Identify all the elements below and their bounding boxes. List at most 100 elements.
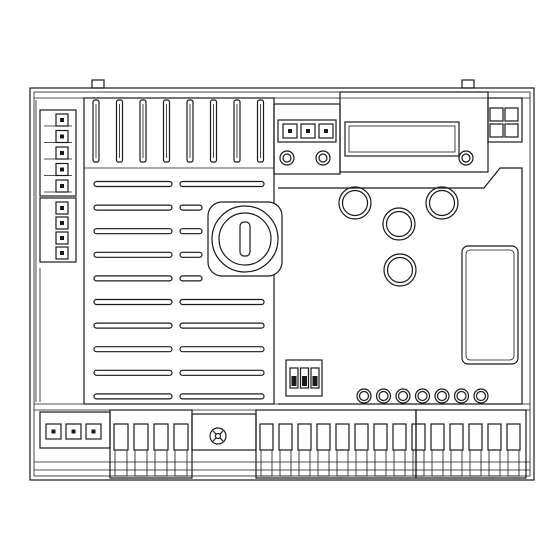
potentiometer bbox=[384, 254, 416, 286]
display-frame bbox=[340, 92, 488, 172]
leds bbox=[357, 389, 488, 403]
left-connector-mid-pins bbox=[56, 202, 68, 259]
top-tab-left bbox=[92, 80, 104, 88]
terminal-slot bbox=[469, 424, 482, 450]
terminal-clamp bbox=[375, 450, 386, 476]
mount-hole-mid bbox=[316, 151, 330, 165]
heatsink-slot-right bbox=[180, 323, 264, 328]
led-lens bbox=[477, 392, 486, 401]
terminal-clamp bbox=[508, 450, 519, 476]
top-tab-right bbox=[462, 80, 474, 88]
terminal-slot bbox=[260, 424, 273, 450]
terminal-clamp bbox=[413, 450, 424, 476]
heatsink-slot-right bbox=[180, 347, 264, 352]
heatsink-slot-right bbox=[180, 252, 202, 257]
square-pin-icon-dot bbox=[60, 251, 64, 255]
heatsink-slot-left bbox=[94, 182, 172, 187]
square-pin-icon-dot bbox=[52, 430, 56, 434]
square-pin-icon-dot bbox=[60, 221, 64, 225]
top-right-slot-1 bbox=[490, 108, 503, 121]
top-right-slot-2 bbox=[505, 108, 518, 121]
terminal-clamp bbox=[115, 450, 127, 476]
bottom-terminals bbox=[40, 410, 526, 478]
heatsink-slot-left bbox=[94, 323, 172, 328]
terminal-slot bbox=[507, 424, 520, 450]
left-connector-top-body bbox=[40, 110, 76, 196]
terminal-slot bbox=[114, 424, 128, 450]
heatsink-slot-left bbox=[94, 252, 172, 257]
terminal-clamp bbox=[135, 450, 147, 476]
display-module bbox=[340, 92, 488, 172]
top-center-connector-base bbox=[274, 104, 340, 174]
terminal-slot bbox=[279, 424, 292, 450]
heatsink-slot-right bbox=[180, 182, 264, 187]
fuse-holder bbox=[208, 202, 282, 276]
top-center-connector-pins bbox=[283, 124, 333, 138]
terminal-clamp bbox=[489, 450, 500, 476]
terminal-block-a-slots bbox=[114, 424, 188, 476]
left-connector-mid bbox=[40, 198, 76, 262]
terminal-clamp bbox=[356, 450, 367, 476]
left-connector-top-pins bbox=[44, 114, 72, 192]
screw-icon bbox=[210, 428, 226, 444]
terminal-slot bbox=[336, 424, 349, 450]
mount-hole-left bbox=[280, 151, 294, 165]
led-lens bbox=[438, 392, 447, 401]
square-pin-icon-dot bbox=[60, 206, 64, 210]
heatsink-slot-left bbox=[94, 276, 172, 281]
terminal-slot bbox=[317, 424, 330, 450]
heatsink-slot-right bbox=[180, 394, 264, 399]
dip-switches bbox=[290, 368, 319, 388]
terminal-slot bbox=[154, 424, 168, 450]
top-right-connector bbox=[488, 98, 522, 142]
terminal-clamp bbox=[432, 450, 443, 476]
pcb-area bbox=[278, 168, 522, 404]
terminal-clamp bbox=[155, 450, 167, 476]
led-lens bbox=[379, 392, 388, 401]
housing bbox=[30, 80, 534, 480]
square-pin-icon-dot bbox=[60, 151, 64, 155]
terminal-slot bbox=[134, 424, 148, 450]
square-pin-icon-dot bbox=[60, 118, 64, 122]
top-right-slot-3 bbox=[490, 124, 503, 137]
display-glass bbox=[349, 126, 455, 152]
heatsink-slot-left bbox=[94, 347, 172, 352]
terminal-slot bbox=[393, 424, 406, 450]
terminal-clamp bbox=[299, 450, 310, 476]
terminal-slot bbox=[412, 424, 425, 450]
led-lens bbox=[399, 392, 408, 401]
dip-switch-lever bbox=[302, 376, 307, 386]
terminal-clamp bbox=[175, 450, 187, 476]
potentiometer bbox=[383, 208, 415, 240]
terminal-slot bbox=[488, 424, 501, 450]
terminal-slot bbox=[174, 424, 188, 450]
terminal-block-bc-slots bbox=[260, 424, 520, 476]
top-center-connector bbox=[274, 104, 340, 174]
heatsink-slot-left bbox=[94, 205, 172, 210]
led-lens bbox=[457, 392, 466, 401]
heatsink-slot-right bbox=[180, 229, 202, 234]
terminal-slot bbox=[374, 424, 387, 450]
heatsink-slot-left bbox=[94, 229, 172, 234]
terminal-slot bbox=[450, 424, 463, 450]
terminal-slot bbox=[431, 424, 444, 450]
terminal-slot bbox=[298, 424, 311, 450]
display-window bbox=[345, 122, 459, 156]
terminal-clamp bbox=[337, 450, 348, 476]
terminal-clamp bbox=[261, 450, 272, 476]
heatsink-slot-left bbox=[94, 394, 172, 399]
housing-inner-edge bbox=[34, 92, 530, 476]
left-connector-top bbox=[40, 110, 76, 196]
mount-hole-right bbox=[459, 151, 473, 165]
bottom-left-connector-pins bbox=[46, 424, 101, 439]
fuse-holder-icon bbox=[240, 222, 250, 256]
square-pin-icon-dot bbox=[60, 184, 64, 188]
led-lens bbox=[418, 392, 427, 401]
mount-hole-left-inner bbox=[283, 154, 291, 162]
dip-switch-lever bbox=[313, 376, 318, 386]
terminal-clamp bbox=[470, 450, 481, 476]
potentiometer bbox=[339, 187, 371, 219]
heatsink-slot-right bbox=[180, 370, 264, 375]
potentiometers bbox=[339, 187, 458, 286]
